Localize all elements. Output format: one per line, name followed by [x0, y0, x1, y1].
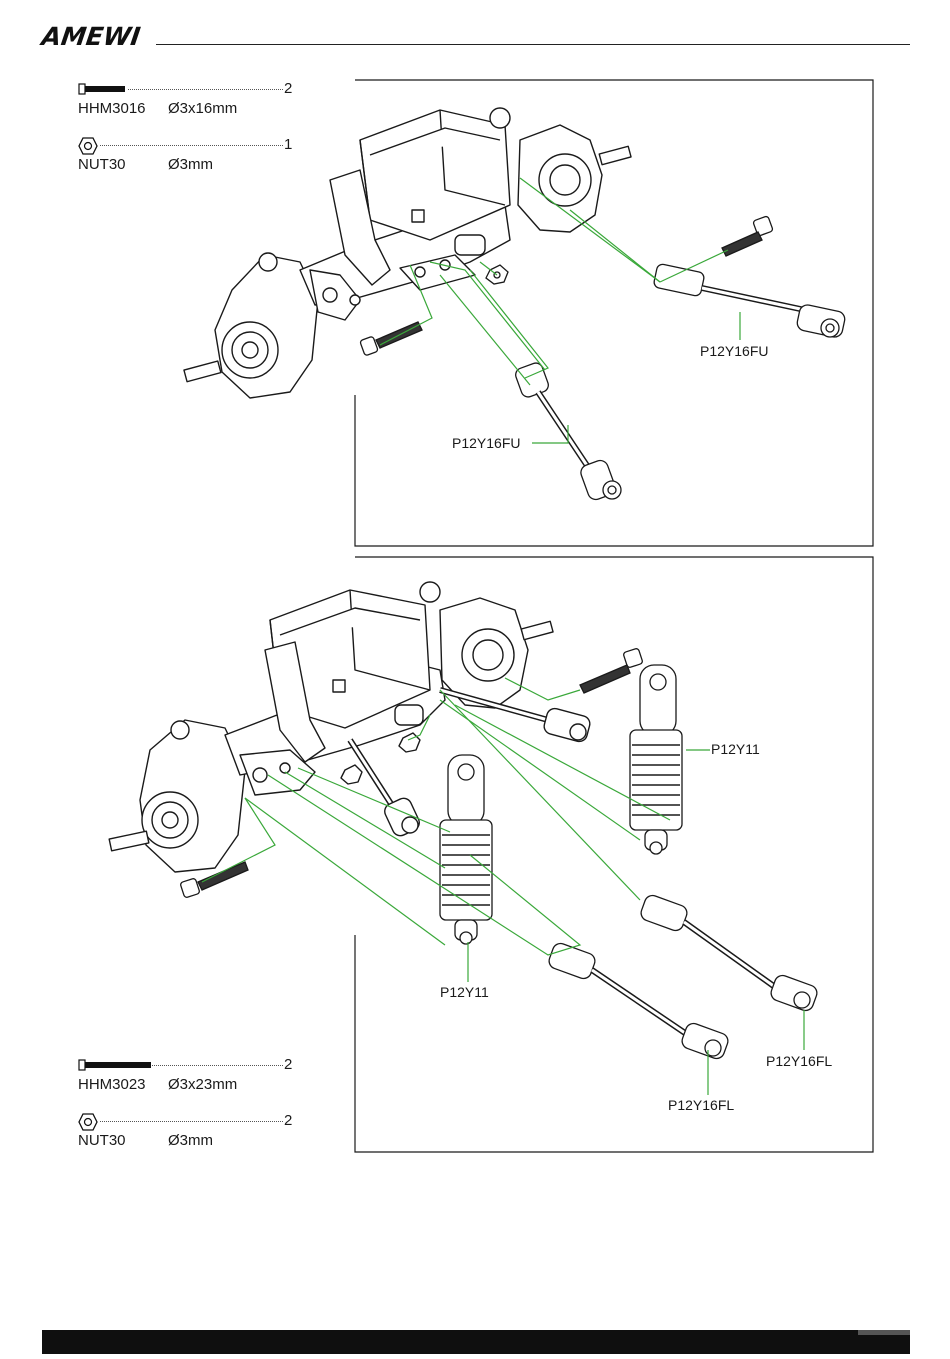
shock-absorber-right [630, 665, 682, 854]
part-code: NUT30 [78, 1132, 126, 1149]
footer-page-tab [858, 1330, 910, 1335]
part-size: Ø3x23mm [168, 1076, 237, 1093]
part-callout: P12Y16FU [452, 435, 520, 451]
screw-icon [78, 1059, 153, 1071]
link-rod-right [653, 263, 846, 338]
part-code: HHM3023 [78, 1076, 146, 1093]
part-callout: P12Y16FU [700, 343, 768, 359]
footer-bar [42, 1330, 910, 1354]
part-callout: P12Y16FL [766, 1053, 832, 1069]
axle-assembly-drawing [184, 108, 631, 398]
part-callout: P12Y11 [711, 741, 760, 757]
link-rod-lower-left [547, 941, 730, 1060]
part-callout: P12Y11 [440, 984, 489, 1000]
link-rod-lower [514, 361, 621, 502]
part-size: Ø3mm [168, 1132, 213, 1149]
shock-absorber-left [440, 755, 492, 944]
qty-leader [100, 1121, 283, 1122]
step1-assembly-panel [0, 0, 950, 560]
qty-label: 2 [284, 1056, 292, 1073]
nut-icon [78, 1113, 98, 1131]
qty-label: 2 [284, 1112, 292, 1129]
link-rod-lower-right [639, 893, 819, 1012]
step2-hardware-nut: 2 NUT30 Ø3mm [78, 1112, 298, 1152]
qty-leader [152, 1065, 283, 1066]
step2-hardware-screw: 2 HHM3023 Ø3x23mm [78, 1056, 298, 1096]
part-callout: P12Y16FL [668, 1097, 734, 1113]
